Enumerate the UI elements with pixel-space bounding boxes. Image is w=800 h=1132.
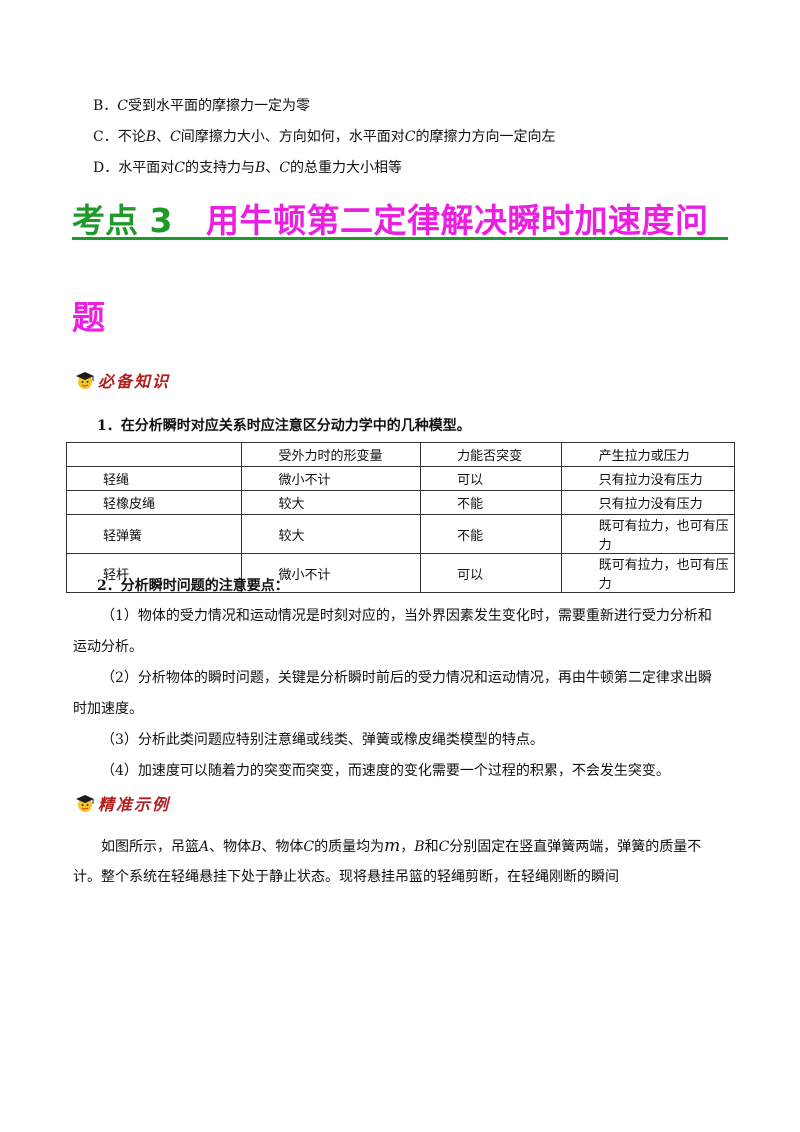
- point-1-heading: 1．在分析瞬时对应关系时应注意区分动力学中的几种模型。: [97, 418, 471, 434]
- example-line-2: 计。整个系统在轻绳悬挂下处于静止状态。现将悬挂吊篮的轻绳剪断，在轻绳刚断的瞬间: [73, 869, 619, 885]
- note-4: （4）加速度可以随着力的突变而突变，而速度的变化需要一个过程的积累，不会发生突变…: [101, 763, 670, 779]
- option-text: 受到水平面的摩擦力一定为零: [128, 98, 311, 114]
- point-2-heading: 2．分析瞬时问题的注意要点：: [97, 578, 289, 594]
- var-c: C: [174, 160, 185, 176]
- note-1-line-1: （1）物体的受力情况和运动情况是时刻对应的，当外界因素发生变化时，需要重新进行受…: [101, 608, 712, 624]
- scholar-icon: [76, 372, 94, 389]
- var-c: C: [279, 160, 290, 176]
- note-1-line-2: 运动分析。: [73, 639, 143, 655]
- table-cell: 不能: [420, 514, 562, 554]
- example-text: 如图所示，吊篮: [101, 839, 199, 855]
- example-text: 的质量均为: [314, 839, 385, 855]
- table-cell: 轻绳: [65, 466, 243, 491]
- option-text: 的支持力与: [184, 160, 255, 176]
- example-text: 、物体: [261, 839, 304, 855]
- table-row: 轻弹簧 较大 不能 既可有拉力，也可有压力: [65, 514, 736, 554]
- option-label: C．: [93, 129, 118, 145]
- example-text: 、物体: [209, 839, 252, 855]
- option-text: 间摩擦力大小、方向如何，水平面对: [180, 129, 405, 145]
- example-text: 和: [424, 839, 439, 855]
- option-text: 、: [265, 160, 280, 176]
- var-b: B: [254, 160, 266, 176]
- table-cell: 微小不计: [241, 466, 422, 491]
- table-cell: 较大: [241, 514, 422, 554]
- badge-knowledge-label: 必备知识: [98, 372, 171, 391]
- section-number: 考点 3: [72, 201, 173, 240]
- var-a: A: [199, 839, 210, 855]
- table-cell: 微小不计: [241, 553, 422, 593]
- var-b: B: [414, 839, 425, 855]
- table-cell: 既可有拉力，也可有压力: [560, 553, 736, 593]
- option-text: 、: [156, 129, 171, 145]
- model-table: 受外力时的形变量 力能否突变 产生拉力或压力 轻绳 微小不计 可以 只有拉力没有…: [65, 442, 736, 593]
- badge-knowledge: 必备知识: [74, 368, 170, 392]
- table-row: 轻绳 微小不计 可以 只有拉力没有压力: [65, 466, 736, 491]
- table-cell: 较大: [241, 490, 422, 515]
- option-text: 不论: [117, 129, 146, 145]
- option-d: D．水平面对C的支持力与B、C的总重力大小相等: [93, 158, 402, 178]
- table-header-cell: [65, 442, 243, 467]
- table-row: 轻杆 微小不计 可以 既可有拉力，也可有压力: [65, 553, 736, 593]
- var-c: C: [117, 98, 129, 114]
- table-header-row: 受外力时的形变量 力能否突变 产生拉力或压力: [65, 442, 736, 467]
- var-m: m: [384, 836, 401, 856]
- section-title-continued: 题: [72, 291, 106, 339]
- table-header-cell: 产生拉力或压力: [560, 442, 736, 467]
- option-c: C．不论B、C间摩擦力大小、方向如何，水平面对C的摩擦力方向一定向左: [93, 127, 555, 147]
- note-3: （3）分析此类问题应特别注意绳或线类、弹簧或橡皮绳类模型的特点。: [101, 732, 544, 748]
- table-header-cell: 受外力时的形变量: [241, 442, 422, 467]
- example-text: 分别固定在竖直弹簧两端，弹簧的质量不: [449, 839, 702, 855]
- table-cell: 只有拉力没有压力: [560, 490, 736, 515]
- badge-example: 精准示例: [74, 791, 170, 815]
- table-cell: 轻弹簧: [65, 514, 243, 554]
- option-text: 的总重力大小相等: [289, 160, 402, 176]
- var-c: C: [303, 839, 315, 855]
- table-cell: 可以: [420, 553, 562, 593]
- option-text: 的摩擦力方向一定向左: [415, 129, 556, 145]
- var-b: B: [145, 129, 157, 145]
- var-c: C: [438, 839, 450, 855]
- note-2-line-2: 时加速度。: [73, 701, 143, 717]
- scholar-icon: [76, 795, 94, 812]
- section-title-line1: 用牛顿第二定律解决瞬时加速度问: [206, 201, 709, 240]
- option-text: 水平面对: [118, 160, 175, 176]
- example-line-1: 如图所示，吊篮A、物体B、物体C的质量均为m，B和C分别固定在竖直弹簧两端，弹簧…: [101, 836, 701, 857]
- note-2-line-1: （2）分析物体的瞬时问题，关键是分析瞬时前后的受力情况和运动情况，再由牛顿第二定…: [101, 670, 712, 686]
- option-label: B．: [93, 98, 118, 114]
- section-underline: [72, 237, 728, 240]
- table-header-cell: 力能否突变: [420, 442, 562, 467]
- table-cell: 轻橡皮绳: [65, 490, 243, 515]
- var-c: C: [170, 129, 181, 145]
- badge-example-label: 精准示例: [98, 795, 171, 814]
- option-label: D．: [93, 160, 119, 176]
- section-title-line2: 题: [72, 298, 106, 337]
- table-row: 轻橡皮绳 较大 不能 只有拉力没有压力: [65, 490, 736, 515]
- section-title: 考点 3 用牛顿第二定律解决瞬时加速度问: [72, 194, 709, 242]
- table-cell: 只有拉力没有压力: [560, 466, 736, 491]
- example-text: ，: [400, 839, 415, 855]
- table-cell: 不能: [420, 490, 562, 515]
- table-cell: 可以: [420, 466, 562, 491]
- table-cell: 轻杆: [65, 553, 243, 593]
- var-b: B: [251, 839, 262, 855]
- table-cell: 既可有拉力，也可有压力: [560, 514, 736, 554]
- var-c: C: [404, 129, 416, 145]
- option-b: B．C受到水平面的摩擦力一定为零: [93, 96, 310, 116]
